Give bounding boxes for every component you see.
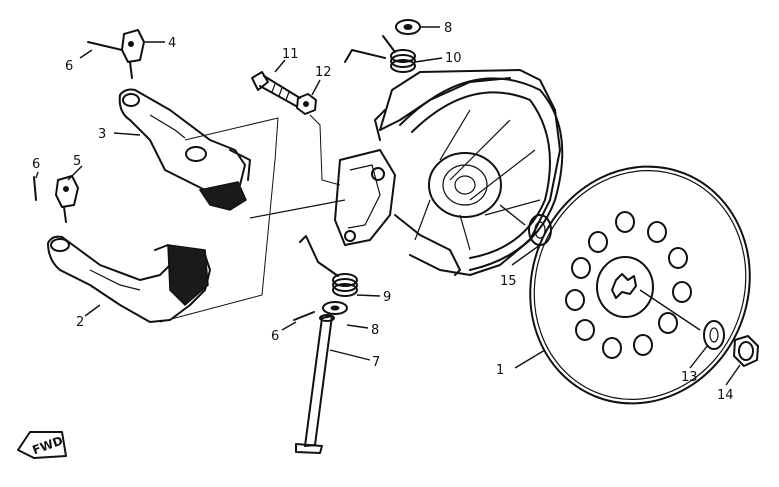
retaining-pin-upper: [121, 29, 145, 79]
callout-4: 4: [168, 36, 176, 51]
cotter-pin-upper: [87, 41, 123, 51]
cotter-pin-lower-left: [33, 176, 37, 201]
callout-8-lower: 8: [371, 323, 379, 338]
callout-8-upper: 8: [444, 21, 452, 36]
pivot-shaft: [295, 314, 335, 454]
upper-washer: [395, 19, 421, 35]
lower-washer: [322, 301, 348, 315]
disc-washer: [703, 320, 725, 350]
upper-return-spring: [344, 35, 416, 73]
callout-5: 5: [73, 154, 81, 169]
callout-11: 11: [282, 47, 299, 62]
alignment-line: [249, 199, 346, 219]
nut: [296, 93, 317, 115]
upper-pad-bracket: [118, 88, 251, 211]
brake-disc: [529, 165, 751, 405]
callout-6-left: 6: [32, 157, 40, 172]
callout-13: 13: [681, 370, 698, 385]
bolt-guide-line: [309, 114, 341, 186]
callout-6-lower: 6: [271, 329, 279, 344]
callout-3: 3: [98, 127, 106, 142]
callout-14: 14: [717, 388, 734, 403]
callout-15: 15: [500, 274, 517, 289]
lower-pad-bracket: [47, 235, 211, 323]
callout-12: 12: [315, 65, 332, 80]
lower-return-spring: [299, 235, 358, 297]
disc-axis-line: [639, 289, 701, 331]
forward-arrow-icon: FWD: [17, 431, 67, 459]
caliper-housing: [334, 69, 564, 276]
callout-7: 7: [372, 355, 380, 370]
alignment-frame: [159, 117, 279, 323]
callout-2: 2: [76, 315, 84, 330]
cotter-pin-shaft: [293, 311, 315, 321]
callout-10: 10: [445, 51, 462, 66]
retaining-pin-lower: [55, 175, 79, 223]
callout-1: 1: [496, 363, 504, 378]
leader-lines: [35, 26, 741, 386]
disc-nut: [733, 335, 759, 367]
callout-6-upper: 6: [65, 59, 73, 74]
bolt: [251, 71, 301, 107]
fwd-label: FWD: [30, 433, 64, 457]
callout-9: 9: [383, 290, 391, 305]
